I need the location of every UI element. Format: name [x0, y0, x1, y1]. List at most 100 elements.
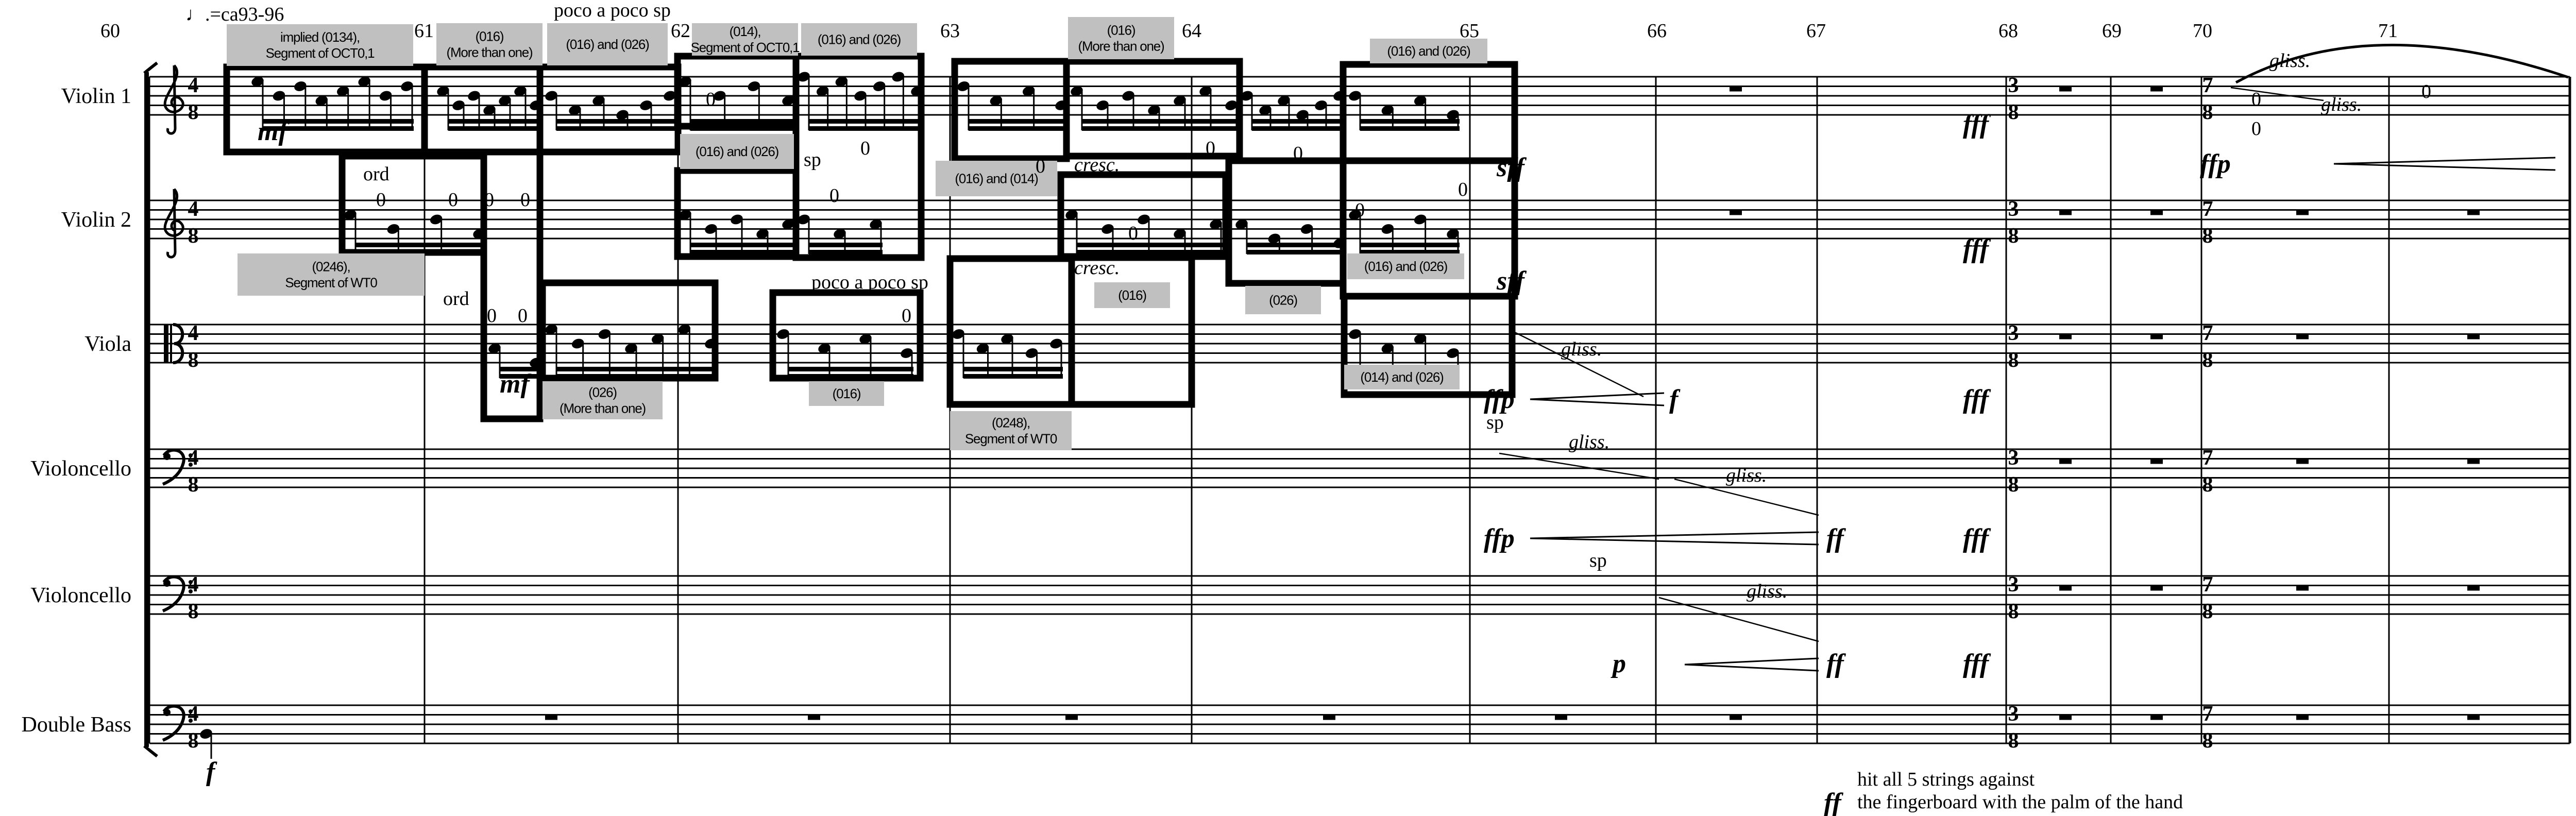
analysis-label-bg [809, 381, 884, 406]
beam [809, 119, 924, 124]
whole-rest [1730, 715, 1742, 720]
analysis-label-bg [1347, 253, 1464, 279]
glissando-line [2230, 87, 2324, 101]
beam [690, 119, 795, 124]
analysis-label-line: (016) [1107, 23, 1136, 38]
notehead [1022, 86, 1035, 96]
notehead [1025, 348, 1038, 358]
crescendo-hairpin [2333, 157, 2556, 171]
whole-rest [2059, 86, 2072, 92]
dynamic-marking: fff [1963, 234, 1991, 264]
instrument-label: Violin 1 [61, 84, 131, 108]
time-signature-bottom: 8 [2008, 348, 2019, 372]
analysis-label-bg [227, 24, 413, 66]
beam [263, 119, 414, 124]
beam [1360, 119, 1460, 124]
note-group [679, 210, 795, 254]
note-group [545, 91, 676, 131]
analysis-label-line: (0248), [992, 415, 1030, 431]
instrument-label: Viola [84, 332, 131, 356]
notehead [1381, 224, 1394, 234]
time-signature-top: 4 [188, 74, 199, 97]
beam [690, 250, 795, 254]
harmonic-marking: 0 [1355, 199, 1365, 221]
whole-rest [2296, 585, 2309, 591]
analysis-label-line: (016) [476, 29, 504, 44]
bracket-hook [143, 744, 158, 758]
beam [690, 243, 795, 247]
notehead [1349, 91, 1361, 101]
dynamic-marking: mf [258, 117, 290, 146]
measure-number: 69 [2102, 20, 2122, 42]
notehead [1096, 100, 1109, 110]
performance-instruction: the fingerboard with the palm of the han… [1857, 791, 2183, 813]
beam [1077, 243, 1223, 247]
analysis-label: (016) and (026) [801, 23, 917, 56]
analysis-label: (014),Segment of OCT0,1 [691, 23, 800, 56]
bass-clef-icon [162, 448, 185, 486]
notehead [1241, 91, 1253, 101]
notehead [1199, 86, 1212, 96]
glissando-line [1674, 478, 1819, 516]
measure-number: 68 [1998, 20, 2018, 42]
analysis-label-line: (016) and (014) [955, 171, 1038, 186]
time-signature-bottom: 8 [188, 473, 199, 497]
time-signature-bottom: 8 [188, 100, 199, 124]
beam [809, 250, 883, 254]
notehead [816, 86, 829, 96]
analysis-box [1340, 61, 1518, 164]
notehead [1414, 95, 1427, 106]
beam [1247, 243, 1346, 247]
whole-rest [2059, 715, 2072, 720]
analysis-label: (016)(More than one) [1068, 17, 1174, 59]
beam [1252, 126, 1346, 131]
dynamic-marking: f [1669, 385, 1681, 414]
beam [500, 374, 543, 379]
analysis-box [536, 63, 682, 156]
notehead [859, 334, 872, 344]
analysis-label-bg [436, 23, 543, 65]
notehead [499, 95, 511, 106]
notehead [873, 81, 886, 91]
analysis-box [1341, 293, 1516, 398]
notehead [1349, 210, 1361, 220]
bass-clef-dot [189, 709, 193, 713]
time-signature-top: 7 [2202, 702, 2213, 726]
note-group [952, 329, 1063, 379]
analysis-label-bg [238, 253, 425, 296]
analysis-label-line: (More than one) [447, 45, 533, 60]
notehead [616, 110, 629, 120]
time-signature-top: 4 [188, 321, 199, 345]
notehead [379, 91, 392, 101]
analysis-label: (016) and (026) [1370, 39, 1487, 63]
dynamic-marking: ff [1826, 524, 1846, 553]
analysis-box [421, 63, 544, 156]
whole-rest [2296, 715, 2309, 720]
time-signature-bottom: 8 [2008, 100, 2019, 124]
notehead [1300, 224, 1313, 234]
analysis-label-line: (026) [1269, 293, 1297, 308]
time-signature-bottom: 8 [2008, 473, 2019, 497]
note-group [679, 76, 795, 131]
glissando-line [1499, 452, 1659, 480]
instrument-label: Double Bass [22, 713, 132, 737]
measure-number: 63 [940, 20, 960, 42]
harmonic-marking: 0 [376, 189, 386, 211]
notehead [545, 324, 557, 334]
notehead [1447, 348, 1459, 358]
beam [1360, 243, 1460, 247]
bass-clef-icon [162, 704, 185, 742]
analysis-label: (016) and (026) [1347, 253, 1464, 279]
beam [556, 119, 676, 124]
analysis-label-bg [680, 134, 794, 169]
bass-clef-dot [189, 719, 193, 723]
notehead [892, 72, 905, 82]
whole-rest [2150, 458, 2163, 464]
notehead [1050, 338, 1062, 349]
time-signature-top: 3 [2008, 702, 2019, 726]
time-signature-bottom: 8 [188, 224, 199, 248]
beam [1082, 119, 1238, 124]
time-signature-top: 7 [2202, 74, 2213, 97]
